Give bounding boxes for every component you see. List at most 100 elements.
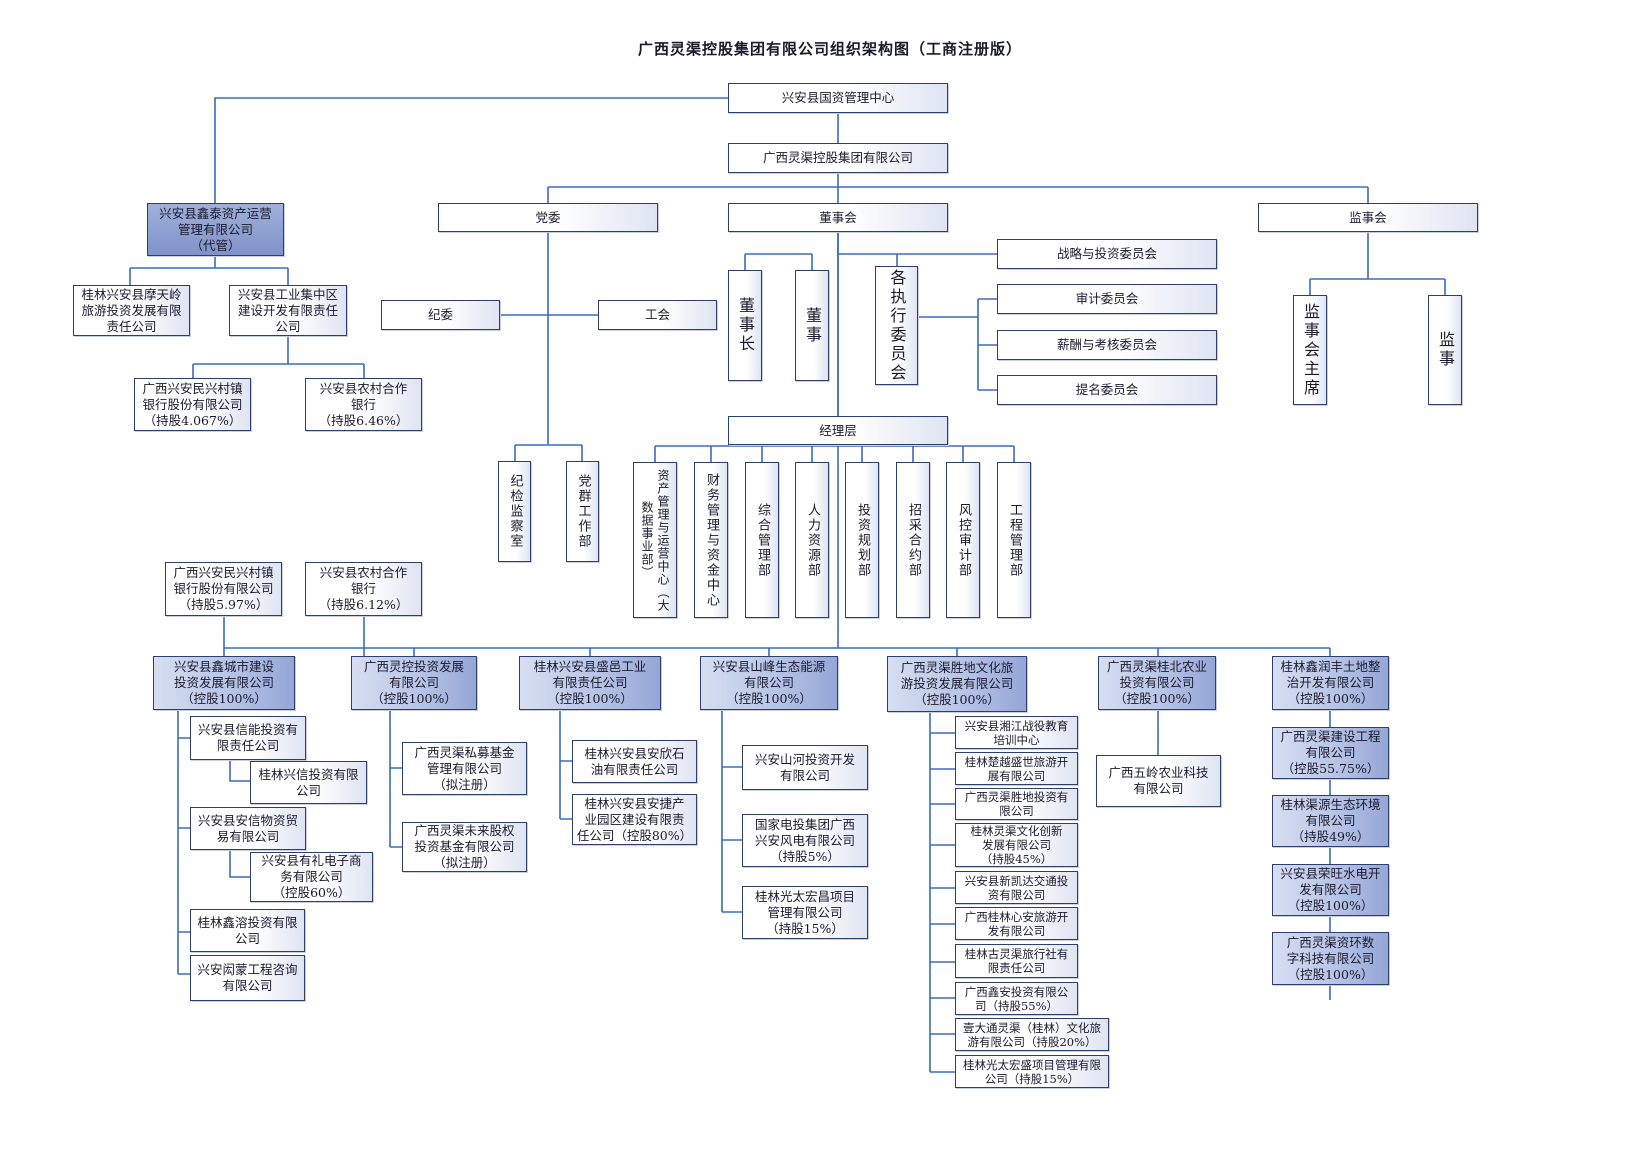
org-node-subsidiary-urban-construction: 兴安县鑫城市建设 投资发展有限公司 （控股100%） — [153, 656, 295, 710]
node-label: 桂林光太宏昌项目 管理有限公司 （持股15%） — [754, 888, 855, 936]
org-node-guangtai-hongchang: 桂林光太宏昌项目 管理有限公司 （持股15%） — [742, 886, 868, 939]
org-node-lingqu-construction: 广西灵渠建设工程 有限公司 （控股55.75%） — [1272, 727, 1389, 779]
org-node-party-committee: 党委 — [438, 203, 658, 232]
node-label: 各执行委员会 — [887, 268, 907, 383]
org-node-discipline-committee: 纪委 — [381, 300, 500, 330]
node-label: 桂林古灵渠旅行社有 限责任公司 — [964, 947, 1069, 975]
node-label: 兴安县荣旺水电开 发有限公司 （控股100%） — [1280, 866, 1381, 913]
org-node-motianling: 桂林兴安县摩天岭 旅游投资发展有限 责任公司 — [73, 285, 190, 336]
org-node-anjie-park: 桂林兴安县安捷产 业园区建设有限责 任公司（控股80%） — [572, 794, 697, 845]
node-label: 广西灵渠桂北农业 投资有限公司 （控股100%） — [1106, 659, 1207, 706]
org-node-yidatong: 壹大通灵渠（桂林）文化旅 游有限公司（持股20%） — [955, 1018, 1109, 1051]
diagram-title: 广西灵渠控股集团有限公司组织架构图（工商注册版） — [637, 40, 1022, 58]
org-node-state-asset-center: 兴安县国资管理中心 — [728, 83, 948, 113]
org-node-quyuan-ecology: 桂林渠源生态环境 有限公司 （持股49%） — [1272, 795, 1389, 847]
node-label: 风控审计部 — [956, 502, 971, 578]
node-label: 广西灵渠胜地文化旅 游投资发展有限公司 （控股100%） — [900, 660, 1014, 707]
node-label: 兴安县信能投资有 限责任公司 — [197, 722, 298, 753]
org-node-rural-bank-2: 兴安县农村合作 银行 （持股6.12%） — [305, 562, 422, 616]
node-label: 兴安县安信物资贸 易有限公司 — [197, 812, 298, 844]
node-label: 兴安县有礼电子商 务有限公司 （控股60%） — [261, 853, 362, 900]
org-node-labor-union: 工会 — [598, 300, 717, 330]
node-label: 广西灵渠胜地投资有 限公司 — [964, 790, 1069, 818]
org-node-minxing-bank-2: 广西兴安民兴村镇 银行股份有限公司 （持股5.97%） — [165, 562, 282, 616]
org-node-executive-committees: 各执行委员会 — [875, 266, 918, 385]
node-label: 工会 — [644, 307, 670, 322]
org-node-xintai: 兴安县鑫泰资产运营 管理有限公司 （代管） — [147, 203, 284, 256]
org-node-guangtai-hongsheng: 桂林光太宏盛项目管理有限 公司（持股15%） — [955, 1055, 1109, 1088]
org-node-culture-innovation: 桂林灵渠文化创新 发展有限公司 （持股45%） — [955, 823, 1078, 867]
node-label: 党群工作部 — [575, 474, 591, 549]
node-label: 兴安县鑫泰资产运营 管理有限公司 （代管） — [159, 205, 272, 253]
node-label: 薪酬与考核委员会 — [1056, 337, 1157, 352]
node-label: 桂林鑫润丰土地整 治开发有限公司 （控股100%） — [1280, 659, 1381, 706]
org-node-board: 董事会 — [728, 203, 948, 232]
org-node-group: 广西灵渠控股集团有限公司 — [728, 143, 948, 173]
node-label: 广西五岭农业科技 有限公司 — [1108, 765, 1209, 796]
node-label: 国家电投集团广西 兴安风电有限公司 （持股5%） — [754, 816, 855, 864]
org-node-chuyue: 桂林楚越盛世旅游开 展有限公司 — [955, 752, 1078, 785]
org-node-minxing-bank-1: 广西兴安民兴村镇 银行股份有限公司 （持股4.067%） — [134, 378, 251, 431]
org-node-dept-general: 综合管理部 — [745, 462, 779, 618]
org-node-subsidiary-shengyi: 桂林兴安县盛邑工业 有限责任公司 （控股100%） — [519, 656, 661, 710]
node-label: 广西桂林心安旅游开 发有限公司 — [964, 909, 1069, 938]
org-node-subsidiary-lingkong: 广西灵控投资发展 有限公司 （控股100%） — [351, 656, 477, 710]
node-label: 兴安县农村合作 银行 （持股6.12%） — [318, 565, 409, 612]
node-label: 监事会 — [1349, 209, 1387, 225]
node-label: 监事会主席 — [1301, 302, 1320, 398]
org-node-xinkaida: 兴安县新凯达交通投 资有限公司 — [955, 871, 1078, 904]
node-label: 广西兴安民兴村镇 银行股份有限公司 （持股4.067%） — [142, 380, 243, 428]
node-label: 广西灵渠私募基金 管理有限公司 （拟注册） — [414, 744, 515, 792]
node-label: 兴安县工业集中区 建设开发有限责任 公司 — [237, 286, 338, 334]
org-node-dept-finance: 财务管理与资金中心 — [694, 462, 728, 618]
org-node-director: 董事 — [795, 270, 829, 381]
org-node-youli-ecommerce: 兴安县有礼电子商 务有限公司 （控股60%） — [250, 852, 373, 902]
org-node-audit-committee: 审计委员会 — [997, 284, 1217, 314]
node-label: 兴安县新凯达交通投 资有限公司 — [964, 873, 1069, 902]
node-label: 战略与投资委员会 — [1056, 246, 1157, 261]
org-node-supervisory-board: 监事会 — [1258, 203, 1478, 232]
org-node-compensation-committee: 薪酬与考核委员会 — [997, 330, 1217, 360]
org-node-xinan-investment: 广西鑫安投资有限公 司（持股55%） — [955, 982, 1078, 1015]
org-node-private-fund: 广西灵渠私募基金 管理有限公司 （拟注册） — [402, 742, 527, 795]
node-label: 广西灵渠控股集团有限公司 — [762, 150, 913, 165]
org-node-xinrong: 桂林鑫溶投资有限 公司 — [190, 909, 305, 952]
org-node-supervisory-chair: 监事会主席 — [1293, 295, 1327, 405]
org-node-discipline-office: 纪检监察室 — [498, 461, 531, 562]
node-label: 提名委员会 — [1075, 382, 1139, 397]
org-node-subsidiary-shanfeng: 兴安县山峰生态能源 有限公司 （控股100%） — [700, 656, 838, 710]
org-node-rongwang-hydro: 兴安县荣旺水电开 发有限公司 （控股100%） — [1272, 864, 1389, 916]
node-label: 广西灵控投资发展 有限公司 （控股100%） — [363, 659, 464, 706]
node-label: 广西灵渠未来股权 投资基金有限公司 （拟注册） — [414, 823, 515, 870]
org-node-chairman: 董事长 — [728, 270, 762, 381]
node-label: 兴安山河投资开发 有限公司 — [754, 751, 855, 783]
node-label: 桂林兴安县安欣石 油有限责任公司 — [584, 745, 685, 777]
org-node-dept-procurement: 招采合约部 — [896, 462, 930, 618]
org-node-anxin-trade: 兴安县安信物资贸 易有限公司 — [190, 807, 306, 850]
node-label: 审计委员会 — [1075, 291, 1139, 306]
org-node-subsidiary-agriculture: 广西灵渠桂北农业 投资有限公司 （控股100%） — [1098, 656, 1216, 710]
node-label: 投资规划部 — [855, 502, 870, 578]
node-label: 桂林兴安县摩天岭 旅游投资发展有限 责任公司 — [81, 286, 182, 334]
node-label: 桂林兴安县安捷产 业园区建设有限责 任公司（控股80%） — [576, 795, 693, 843]
node-label: 经理层 — [819, 422, 857, 438]
org-node-xinneng: 兴安县信能投资有 限责任公司 — [190, 716, 306, 760]
node-label: 广西灵渠资环数 字科技有限公司 （控股100%） — [1286, 934, 1375, 982]
org-node-wind-power: 国家电投集团广西 兴安风电有限公司 （持股5%） — [742, 814, 868, 867]
node-label: 董事长 — [736, 297, 755, 354]
org-node-anxin-oil: 桂林兴安县安欣石 油有限责任公司 — [572, 740, 697, 783]
node-label: 桂林楚越盛世旅游开 展有限公司 — [964, 754, 1069, 783]
node-label: 兴安县湘江战役教育 培训中心 — [964, 718, 1069, 747]
node-label: 桂林兴信投资有限 公司 — [258, 766, 359, 798]
node-label: 兴安县山峰生态能源 有限公司 （控股100%） — [712, 659, 826, 706]
org-node-future-fund: 广西灵渠未来股权 投资基金有限公司 （拟注册） — [402, 822, 527, 872]
node-label: 桂林鑫溶投资有限 公司 — [197, 914, 298, 946]
node-label: 广西灵渠建设工程 有限公司 （控股55.75%） — [1280, 729, 1381, 776]
node-label: 综合管理部 — [755, 502, 770, 578]
node-label: 兴安闳蒙工程咨询 有限公司 — [197, 962, 298, 993]
org-node-dept-engineering: 工程管理部 — [997, 462, 1031, 618]
node-label: 兴安县鑫城市建设 投资发展有限公司 （控股100%） — [173, 659, 274, 706]
org-node-xiangjiang-training: 兴安县湘江战役教育 培训中心 — [955, 716, 1078, 749]
org-node-shanhe: 兴安山河投资开发 有限公司 — [742, 745, 868, 790]
org-node-dept-investment: 投资规划部 — [845, 462, 879, 618]
